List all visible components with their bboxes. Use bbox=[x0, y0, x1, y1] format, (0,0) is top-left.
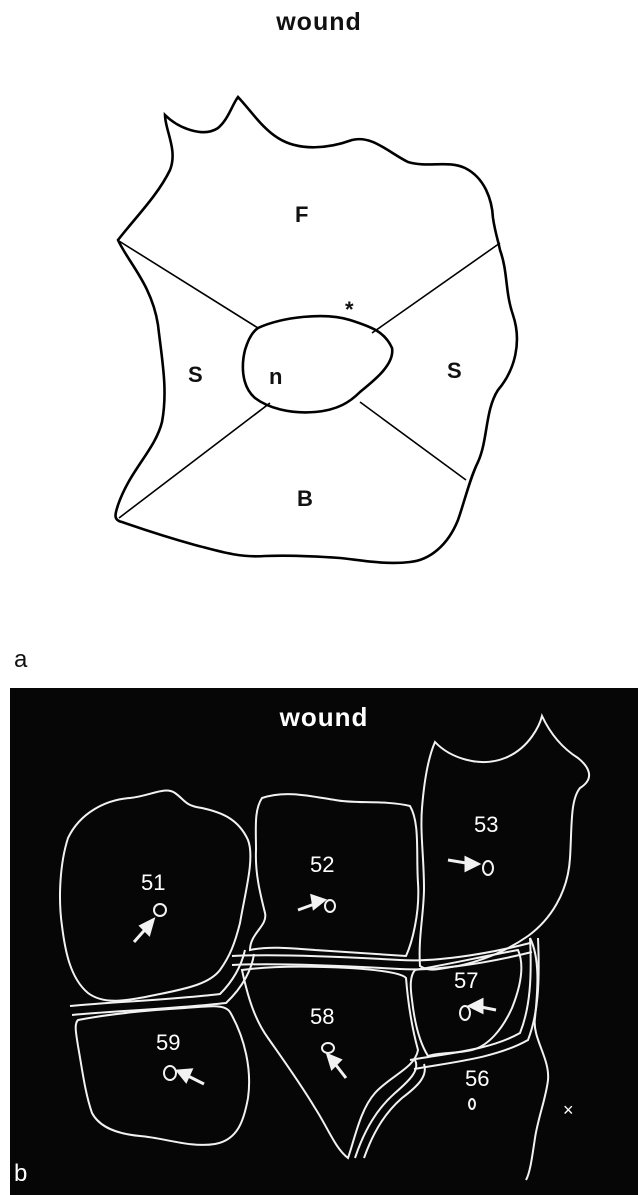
cell-52-body bbox=[325, 900, 335, 912]
cell-53-label: 53 bbox=[474, 812, 498, 838]
cell-53-outline bbox=[420, 716, 590, 970]
cell-57-body bbox=[460, 1006, 470, 1020]
boundary-left-2 bbox=[72, 954, 254, 1015]
cell-58-body bbox=[322, 1043, 334, 1053]
cell-52-label: 52 bbox=[310, 852, 334, 878]
cell-51-body bbox=[154, 904, 166, 916]
cell-59-outline bbox=[76, 1006, 249, 1145]
cell-56-body bbox=[469, 1099, 475, 1109]
marker-x: × bbox=[563, 1100, 574, 1121]
panel-a-letter: a bbox=[14, 646, 27, 674]
nucleus-outline bbox=[243, 316, 392, 412]
marker-asterisk: * bbox=[345, 297, 354, 323]
arrow-cell-59 bbox=[178, 1070, 204, 1084]
cell-59-label: 59 bbox=[156, 1030, 180, 1056]
panel-b-letter: b bbox=[14, 1160, 27, 1188]
arrow-cell-58 bbox=[328, 1055, 346, 1078]
cell-tracings bbox=[10, 688, 638, 1195]
arrow-cell-51 bbox=[134, 920, 153, 942]
cell-59-body bbox=[164, 1066, 176, 1080]
region-nucleus-label: n bbox=[269, 364, 282, 390]
region-front-label: F bbox=[295, 202, 308, 228]
cell-outline bbox=[116, 97, 517, 563]
divider-front-left bbox=[119, 241, 258, 328]
divider-back-right bbox=[360, 402, 466, 480]
arrow-cell-57 bbox=[470, 1000, 496, 1012]
divider-front-right bbox=[372, 243, 500, 333]
cell-57-label: 57 bbox=[454, 968, 478, 994]
cell-53-body bbox=[483, 861, 493, 875]
cell-diagram bbox=[0, 0, 638, 680]
cell-56-outline bbox=[526, 938, 548, 1180]
panel-b: wound bbox=[10, 688, 638, 1195]
region-side-left-label: S bbox=[188, 362, 203, 388]
panel-a: wound F S n S B * a bbox=[0, 0, 638, 680]
region-side-right-label: S bbox=[447, 358, 462, 384]
boundary-lower-2 bbox=[364, 1064, 425, 1158]
region-back-label: B bbox=[297, 486, 313, 512]
arrow-cell-52 bbox=[298, 896, 324, 910]
arrow-cell-53 bbox=[448, 858, 478, 870]
cell-56-label: 56 bbox=[465, 1066, 489, 1092]
cell-51-label: 51 bbox=[141, 870, 165, 896]
cell-58-label: 58 bbox=[310, 1004, 334, 1030]
